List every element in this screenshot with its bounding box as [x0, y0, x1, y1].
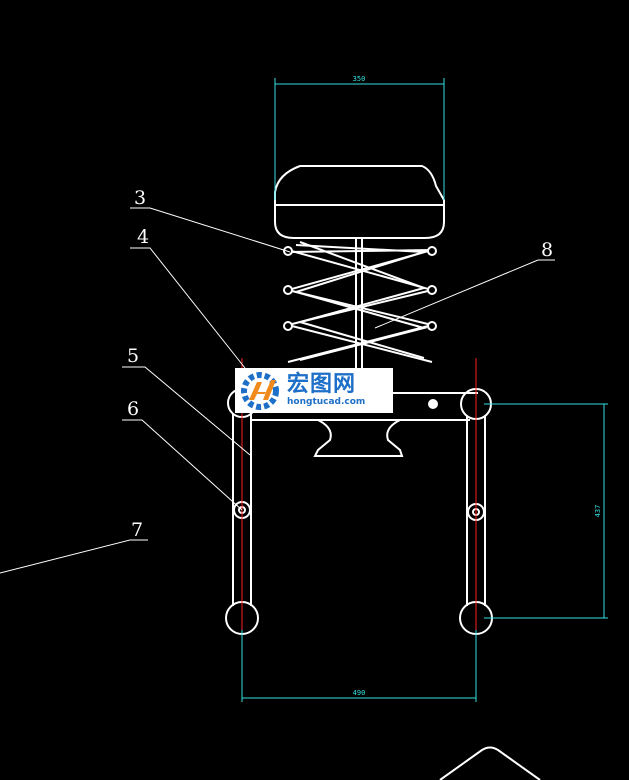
- callout-leaders: [0, 207, 555, 574]
- dimension-top: [274, 78, 445, 200]
- coil-spring: [283, 241, 437, 363]
- callout-7: 7: [131, 519, 143, 541]
- dimension-bottom: [241, 630, 477, 702]
- callout-8: 8: [541, 239, 553, 261]
- seat-cushion: [274, 165, 445, 239]
- center-rod: [355, 238, 363, 370]
- bottom-bracket: [313, 419, 404, 457]
- logo-name: 宏图网: [287, 372, 357, 397]
- dimension-bottom-label: 490: [353, 689, 366, 697]
- dimension-right-label: 437: [594, 505, 602, 518]
- callout-3: 3: [134, 187, 146, 209]
- callout-4: 4: [137, 226, 149, 248]
- callout-6: 6: [127, 398, 139, 420]
- watermark-logo: 宏图网 hongtucad.com: [235, 368, 393, 413]
- dimension-top-label: 350: [353, 75, 366, 83]
- logo-url: hongtucad.com: [287, 397, 366, 407]
- callout-5: 5: [127, 345, 139, 367]
- partial-detail-outline: [439, 746, 541, 780]
- dimension-right: [484, 403, 608, 619]
- gear-logo-icon: [241, 372, 279, 410]
